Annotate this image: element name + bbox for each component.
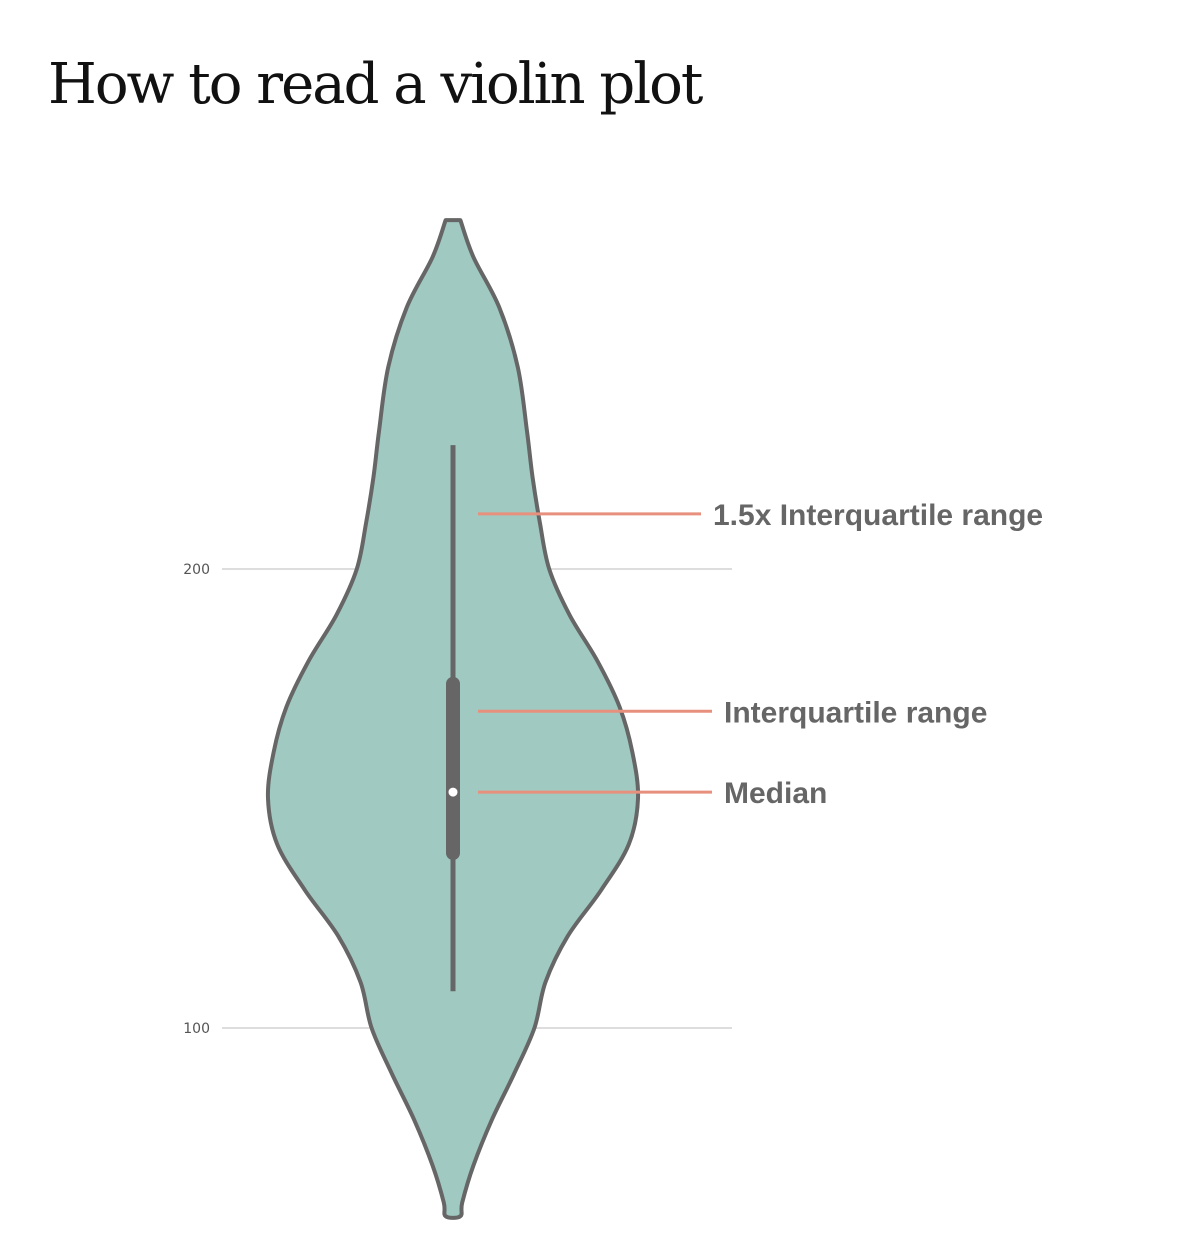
annotation-label: 1.5x Interquartile range (713, 499, 1043, 532)
y-tick-label: 100 (183, 1021, 210, 1037)
annotation-label: Interquartile range (724, 696, 987, 729)
annotation-label: Median (724, 777, 827, 810)
y-tick-label: 200 (183, 562, 210, 578)
page-title: How to read a violin plot (48, 52, 703, 117)
iqr-box (446, 676, 460, 861)
median-dot (448, 787, 458, 797)
